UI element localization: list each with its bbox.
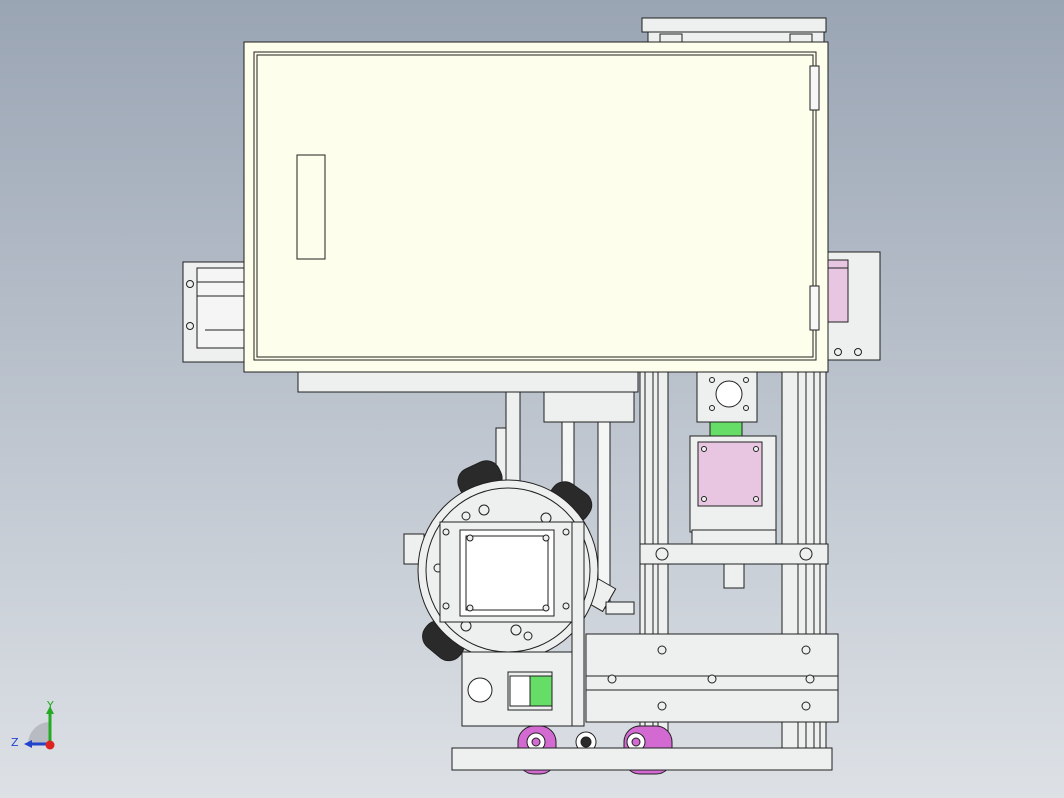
base-wheels [451,725,833,775]
crossbar [639,543,829,589]
z-axis-head [24,740,32,748]
stepper-motor-assembly [689,371,777,545]
top-bracket [641,17,827,43]
left-side-slide [182,261,246,363]
electrical-cabinet [243,41,829,373]
door-handle [296,154,326,260]
triad-plane [28,722,50,744]
omni-wheel [403,460,617,662]
y-axis-label: Y [47,699,54,712]
hinge-bottom [809,285,820,331]
right-side-slide [825,251,881,361]
x-axis-dot [45,740,55,750]
gear-housing [461,521,635,727]
hinge-top [809,65,820,111]
z-axis-label: Z [11,736,19,749]
coordinate-triad [24,706,55,750]
slide-block [585,633,839,723]
cabinet-base-plate [297,369,639,393]
y-axis-head [46,706,54,714]
